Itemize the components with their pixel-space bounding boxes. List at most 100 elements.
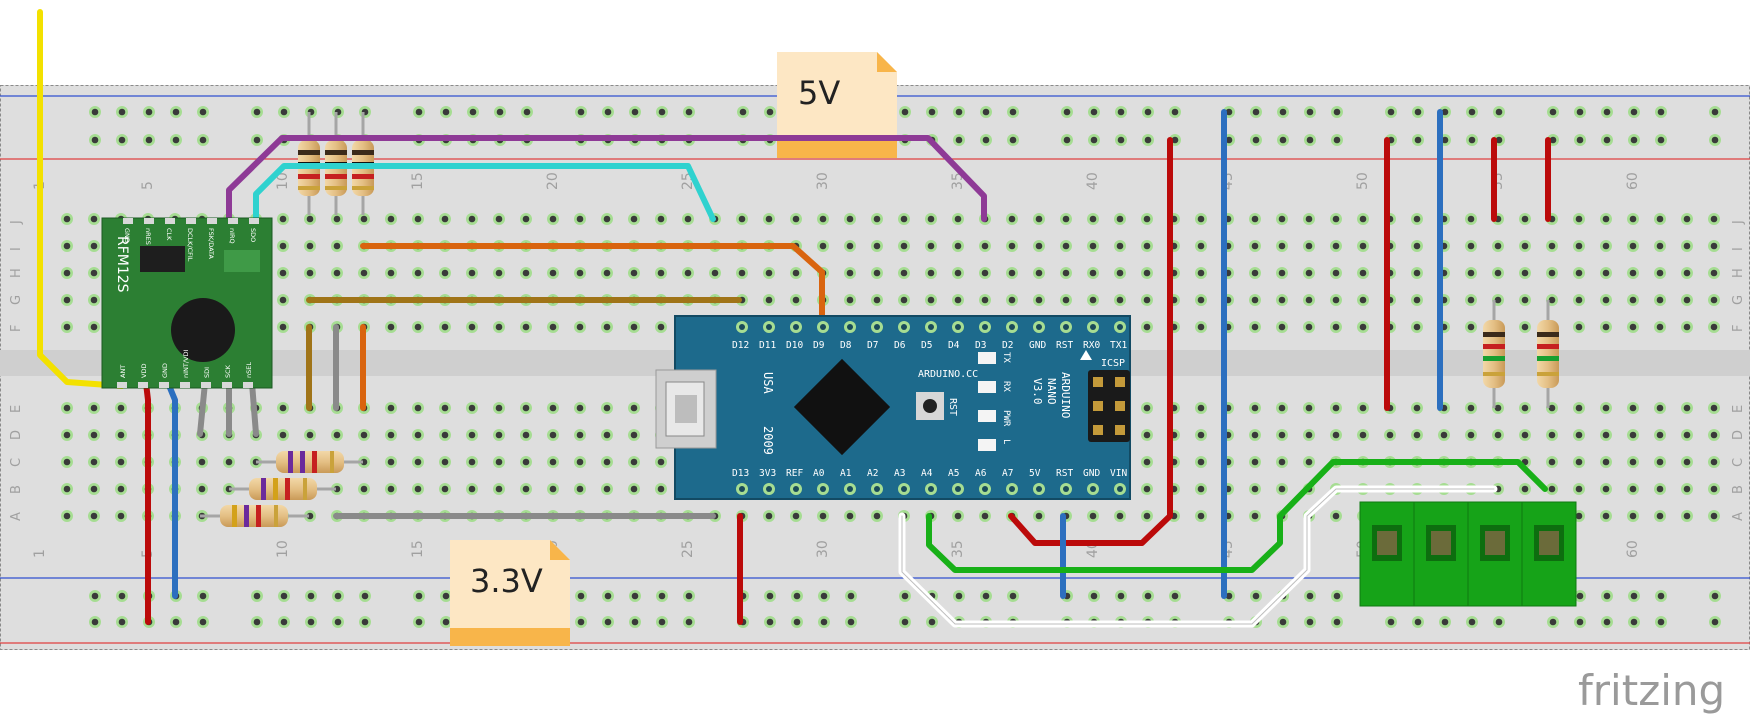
- breadboard-hole-center: [927, 296, 935, 304]
- rail-hole-center: [145, 108, 153, 116]
- note-3v3-label: 3.3V: [470, 562, 543, 600]
- breadboard-hole-center: [1062, 269, 1070, 277]
- rail-hole-center: [1144, 108, 1152, 116]
- nano-pin-label: D11: [759, 340, 776, 351]
- rail-hole-center: [604, 592, 612, 600]
- nano-pin-hole: [1117, 486, 1123, 492]
- rail-hole-center: [361, 618, 369, 626]
- breadboard-hole-center: [1143, 404, 1151, 412]
- breadboard-hole-center: [387, 269, 395, 277]
- nano-pin-hole: [1063, 324, 1069, 330]
- nano-pin-label: RST: [1056, 340, 1073, 351]
- breadboard-hole-center: [1413, 404, 1421, 412]
- breadboard-hole-center: [1548, 485, 1556, 493]
- breadboard-hole-center: [117, 458, 125, 466]
- screw-icon: [1485, 531, 1505, 555]
- breadboard-hole-center: [846, 512, 854, 520]
- breadboard-hole-center: [1008, 215, 1016, 223]
- breadboard-hole-center: [1602, 323, 1610, 331]
- rail-hole-center: [496, 108, 504, 116]
- nano-pin-hole: [793, 486, 799, 492]
- breadboard-hole-center: [1521, 215, 1529, 223]
- rail-hole-center: [91, 136, 99, 144]
- nano-pin-hole: [847, 324, 853, 330]
- breadboard-hole-center: [1467, 242, 1475, 250]
- breadboard-hole-center: [1548, 458, 1556, 466]
- breadboard-hole-center: [414, 215, 422, 223]
- nano-pin-hole: [1009, 486, 1015, 492]
- breadboard-hole-center: [1359, 242, 1367, 250]
- breadboard-hole-center: [306, 269, 314, 277]
- rail-hole-center: [91, 618, 99, 626]
- breadboard-hole-center: [441, 485, 449, 493]
- breadboard-hole-center: [63, 404, 71, 412]
- breadboard-hole-center: [765, 215, 773, 223]
- rail-hole-center: [1603, 592, 1611, 600]
- nano-pin-label: 5V: [1029, 468, 1041, 479]
- nano-pin-label: D9: [813, 340, 825, 351]
- breadboard-hole-center: [1197, 296, 1205, 304]
- breadboard-hole-center: [1575, 269, 1583, 277]
- nano-pin-hole: [820, 486, 826, 492]
- screw-icon: [1431, 531, 1451, 555]
- rail-hole-center: [1252, 136, 1260, 144]
- led-label: TX: [1001, 352, 1011, 363]
- rail-hole-center: [334, 592, 342, 600]
- rail-hole-center: [577, 108, 585, 116]
- rail-hole-center: [1414, 136, 1422, 144]
- breadboard-hole-center: [495, 269, 503, 277]
- nano-pin-label: D8: [840, 340, 852, 351]
- breadboard-hole-center: [792, 512, 800, 520]
- rail-hole-center: [280, 618, 288, 626]
- breadboard-hole-center: [846, 296, 854, 304]
- breadboard-hole-center: [1710, 242, 1718, 250]
- resistor: [200, 505, 309, 527]
- breadboard-hole-center: [1278, 323, 1286, 331]
- breadboard-hole-center: [1683, 404, 1691, 412]
- column-number-bottom: 1: [32, 549, 48, 558]
- nano-pin-hole: [793, 324, 799, 330]
- rail-hole-center: [307, 618, 315, 626]
- breadboard-hole-center: [1629, 458, 1637, 466]
- breadboard-hole-center: [792, 296, 800, 304]
- nano-pin-label: A5: [948, 468, 959, 479]
- breadboard-hole-center: [1521, 269, 1529, 277]
- rail-hole-center: [1333, 592, 1341, 600]
- row-letter: C: [9, 458, 24, 467]
- breadboard-hole-center: [1413, 215, 1421, 223]
- nano-pin-hole: [982, 486, 988, 492]
- led-label: PWR: [1001, 410, 1011, 427]
- rail-hole-center: [901, 618, 909, 626]
- breadboard-hole-center: [414, 404, 422, 412]
- rfm12s-pin: [249, 218, 259, 224]
- rfm12s-pin-label: SDO: [249, 228, 257, 242]
- led-indicator: [978, 410, 996, 422]
- breadboard-hole-center: [495, 215, 503, 223]
- breadboard-hole-center: [954, 296, 962, 304]
- rail-hole-center: [766, 592, 774, 600]
- breadboard-hole-center: [1116, 242, 1124, 250]
- rail-hole-center: [604, 618, 612, 626]
- breadboard-hole-center: [873, 242, 881, 250]
- nano-pin-hole: [874, 486, 880, 492]
- breadboard-hole-center: [90, 242, 98, 250]
- rail-hole-center: [766, 618, 774, 626]
- breadboard-hole-center: [441, 404, 449, 412]
- breadboard-hole-center: [1656, 485, 1664, 493]
- breadboard-hole-center: [1386, 431, 1394, 439]
- breadboard-hole-center: [1683, 215, 1691, 223]
- breadboard-hole-center: [819, 215, 827, 223]
- rfm12s-pin: [186, 218, 196, 224]
- nano-year-label: 2009: [761, 426, 775, 455]
- breadboard-hole-center: [1656, 215, 1664, 223]
- breadboard-hole-center: [117, 485, 125, 493]
- breadboard-hole-center: [1332, 431, 1340, 439]
- rail-hole-center: [172, 136, 180, 144]
- breadboard-hole-center: [1305, 323, 1313, 331]
- breadboard-hole-center: [1683, 458, 1691, 466]
- rail-hole-center: [361, 592, 369, 600]
- rail-hole-center: [253, 136, 261, 144]
- rail-hole-center: [145, 136, 153, 144]
